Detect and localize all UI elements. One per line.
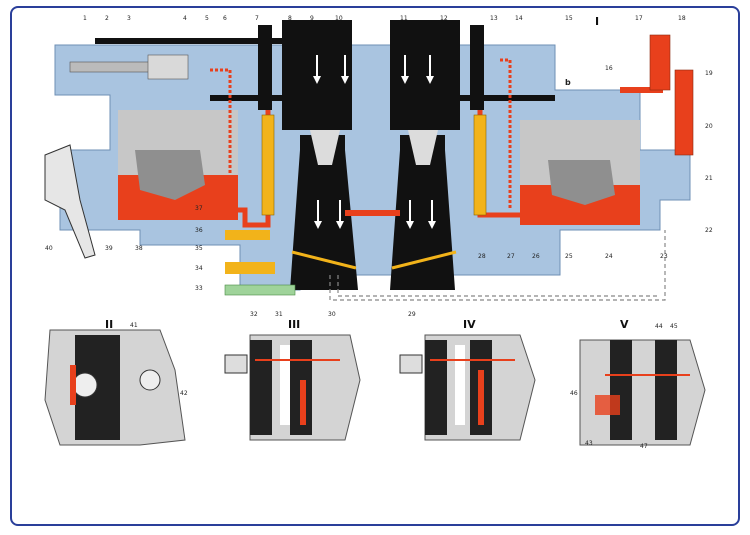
- callout-13: 13: [490, 15, 498, 22]
- callout-29: 29: [408, 311, 416, 318]
- callout-5: 5: [205, 15, 209, 22]
- callout-37: 37: [195, 205, 203, 212]
- main-jet-left: [261, 114, 275, 216]
- callout-20: 20: [705, 123, 713, 130]
- callout-38: 38: [135, 245, 143, 252]
- callout-26: 26: [532, 253, 540, 260]
- callout-39: 39: [105, 245, 113, 252]
- callout-8: 8: [288, 15, 292, 22]
- callout-b: b: [565, 78, 571, 87]
- vacuum-line-2: [337, 275, 660, 297]
- callout-19: 19: [705, 70, 713, 77]
- callout-25: 25: [565, 253, 573, 260]
- callout-1: 1: [83, 15, 87, 22]
- callout-23: 23: [660, 253, 668, 260]
- diffuser-right: [408, 130, 438, 165]
- callout-36: 36: [195, 227, 203, 234]
- section-label-II: II: [105, 318, 113, 331]
- throttle-lever: [44, 144, 96, 259]
- callout-18: 18: [678, 15, 686, 22]
- callout-11: 11: [400, 15, 408, 22]
- bypass-tube-1: [225, 230, 270, 240]
- section-label-IV: IV: [463, 318, 476, 331]
- callout-7: 7: [255, 15, 259, 22]
- vacuum-line: [329, 230, 666, 301]
- throttle-valve-right: [391, 250, 457, 270]
- callout-33: 33: [195, 285, 203, 292]
- svg-text:46: 46: [570, 390, 578, 397]
- idle-screw: [69, 61, 151, 73]
- view-II-lever: [72, 372, 98, 398]
- accelerator-pump-line: [210, 68, 232, 200]
- air-tube-a: [258, 25, 272, 110]
- callout-30: 30: [328, 311, 336, 318]
- view-IV: IV: [399, 318, 536, 441]
- callout-35: 35: [195, 245, 203, 252]
- air-duct-top-left: [95, 38, 285, 44]
- svg-text:44: 44: [655, 323, 663, 330]
- callout-14: 14: [515, 15, 523, 22]
- float-right: [548, 160, 615, 205]
- mixing-chamber-right: [390, 135, 455, 290]
- throttle-valve-left: [291, 250, 357, 270]
- callout-6: 6: [223, 15, 227, 22]
- callout-2: 2: [105, 15, 109, 22]
- callout-24: 24: [605, 253, 613, 260]
- callout-9: 9: [310, 15, 314, 22]
- main-section: 1 2 3 4 5 6 7 8 9 10 11 12 13 14 15 17 1…: [44, 15, 713, 318]
- svg-text:43: 43: [585, 440, 593, 447]
- fuel-filter: [674, 69, 694, 156]
- callout-34: 34: [195, 265, 203, 272]
- bypass-tube-2: [225, 262, 275, 274]
- section-label-V: V: [620, 318, 629, 331]
- svg-text:41: 41: [130, 322, 138, 329]
- air-duct-right: [460, 95, 555, 101]
- air-flow-arrows: [313, 55, 436, 229]
- callout-17: 17: [635, 15, 643, 22]
- view-V: V 43 44 45 46 47: [570, 318, 706, 450]
- bypass-tube-3: [224, 284, 296, 296]
- svg-text:45: 45: [670, 323, 678, 330]
- section-label-I: I: [595, 15, 599, 28]
- emulsion-line-right: [500, 58, 512, 210]
- solenoid-valve: [147, 54, 189, 80]
- svg-text:42: 42: [180, 390, 188, 397]
- air-duct-mid: [210, 95, 290, 101]
- callout-4: 4: [183, 15, 187, 22]
- callout-27: 27: [507, 253, 515, 260]
- section-label-III: III: [288, 318, 300, 331]
- mixing-chamber-left: [290, 135, 358, 290]
- fuel-inlet-fitting: [649, 34, 671, 91]
- air-tube-b: [470, 25, 484, 110]
- float-left: [135, 150, 205, 200]
- callout-3: 3: [127, 15, 131, 22]
- main-jet-right: [473, 114, 487, 216]
- callout-12: 12: [440, 15, 448, 22]
- callout-16: 16: [605, 65, 613, 72]
- air-channel-right-top: [390, 20, 460, 130]
- callout-28: 28: [478, 253, 486, 260]
- callout-15: 15: [565, 15, 573, 22]
- view-II: II 41 42: [44, 318, 188, 446]
- callout-21: 21: [705, 175, 713, 182]
- callout-40: 40: [45, 245, 53, 252]
- diffuser-left: [310, 130, 340, 165]
- view-III: III: [224, 318, 361, 441]
- svg-text:47: 47: [640, 443, 648, 450]
- callout-31: 31: [275, 311, 283, 318]
- callout-10: 10: [335, 15, 343, 22]
- callout-22: 22: [705, 227, 713, 234]
- callout-32: 32: [250, 311, 258, 318]
